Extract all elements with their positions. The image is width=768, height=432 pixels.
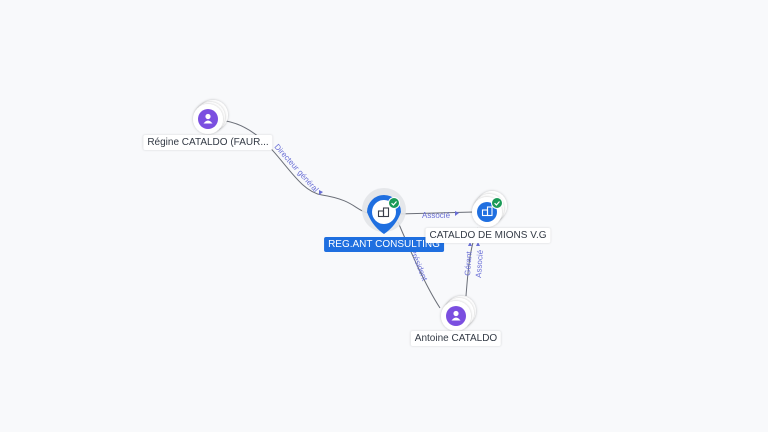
edge-label-gerant: Gérant <box>463 250 474 276</box>
node-label-antoine[interactable]: Antoine CATALDO <box>410 331 502 346</box>
check-badge-icon <box>491 197 503 209</box>
node-company[interactable] <box>362 188 406 234</box>
edge-company-antoine <box>397 221 441 309</box>
building-icon <box>481 206 493 217</box>
check-badge-icon <box>388 197 400 209</box>
edge-label-associe2: Associé <box>474 249 485 278</box>
node-mions[interactable] <box>472 191 507 227</box>
arrow-gerant <box>468 242 472 246</box>
arrow-associe2 <box>476 242 480 246</box>
person-icon <box>203 113 213 124</box>
edge-label-associe: Associé <box>422 211 451 220</box>
edge-label-president: Président <box>408 247 429 282</box>
node-antoine[interactable] <box>441 296 476 331</box>
node-label-regine[interactable]: Régine CATALDO (FAUR... <box>143 135 273 150</box>
node-regine[interactable] <box>193 100 228 134</box>
person-icon <box>451 310 461 321</box>
node-label-mions[interactable]: CATALDO DE MIONS V.G <box>425 228 551 243</box>
edge-label-directeur: Directeur général <box>273 142 321 194</box>
arrow-directeur <box>319 190 323 195</box>
node-label-company[interactable]: REG.ANT CONSULTING <box>324 237 444 252</box>
arrow-associe <box>455 211 459 216</box>
building-icon <box>377 207 390 218</box>
edge-company-mions <box>397 211 475 215</box>
